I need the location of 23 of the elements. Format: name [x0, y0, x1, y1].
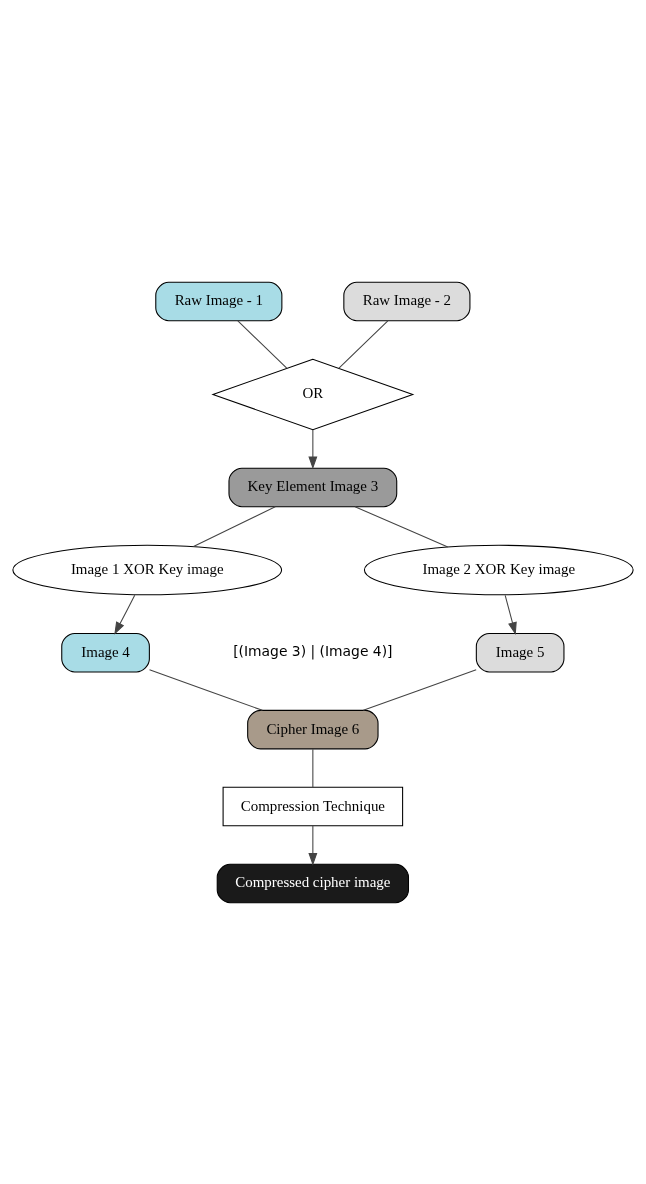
connector — [338, 319, 389, 369]
node-box: Image 4 — [61, 632, 150, 672]
arrow — [308, 825, 318, 866]
connector — [149, 668, 263, 711]
node-diamond: OR — [211, 358, 415, 430]
arrow — [114, 594, 136, 635]
connector — [354, 505, 449, 547]
label: [(Image 3) | (Image 4)] — [233, 642, 393, 659]
node-box: Image 5 — [475, 632, 565, 672]
node-ellipse: Image 1 XOR Key image — [12, 544, 283, 595]
connector — [362, 668, 477, 711]
node-box: Raw Image - 2 — [343, 281, 471, 321]
node-box: Key Element Image 3 — [228, 467, 398, 507]
node-box: Compressed cipher image — [216, 863, 410, 903]
arrow — [308, 428, 318, 469]
node-box: Cipher Image 6 — [247, 709, 379, 749]
node-ellipse: Image 2 XOR Key image — [363, 544, 634, 595]
connector — [312, 748, 314, 788]
node-box: Raw Image - 1 — [155, 281, 283, 321]
connector — [193, 505, 276, 547]
node-box: Compression Technique — [222, 786, 404, 826]
connector — [237, 319, 288, 369]
arrow — [504, 594, 517, 635]
